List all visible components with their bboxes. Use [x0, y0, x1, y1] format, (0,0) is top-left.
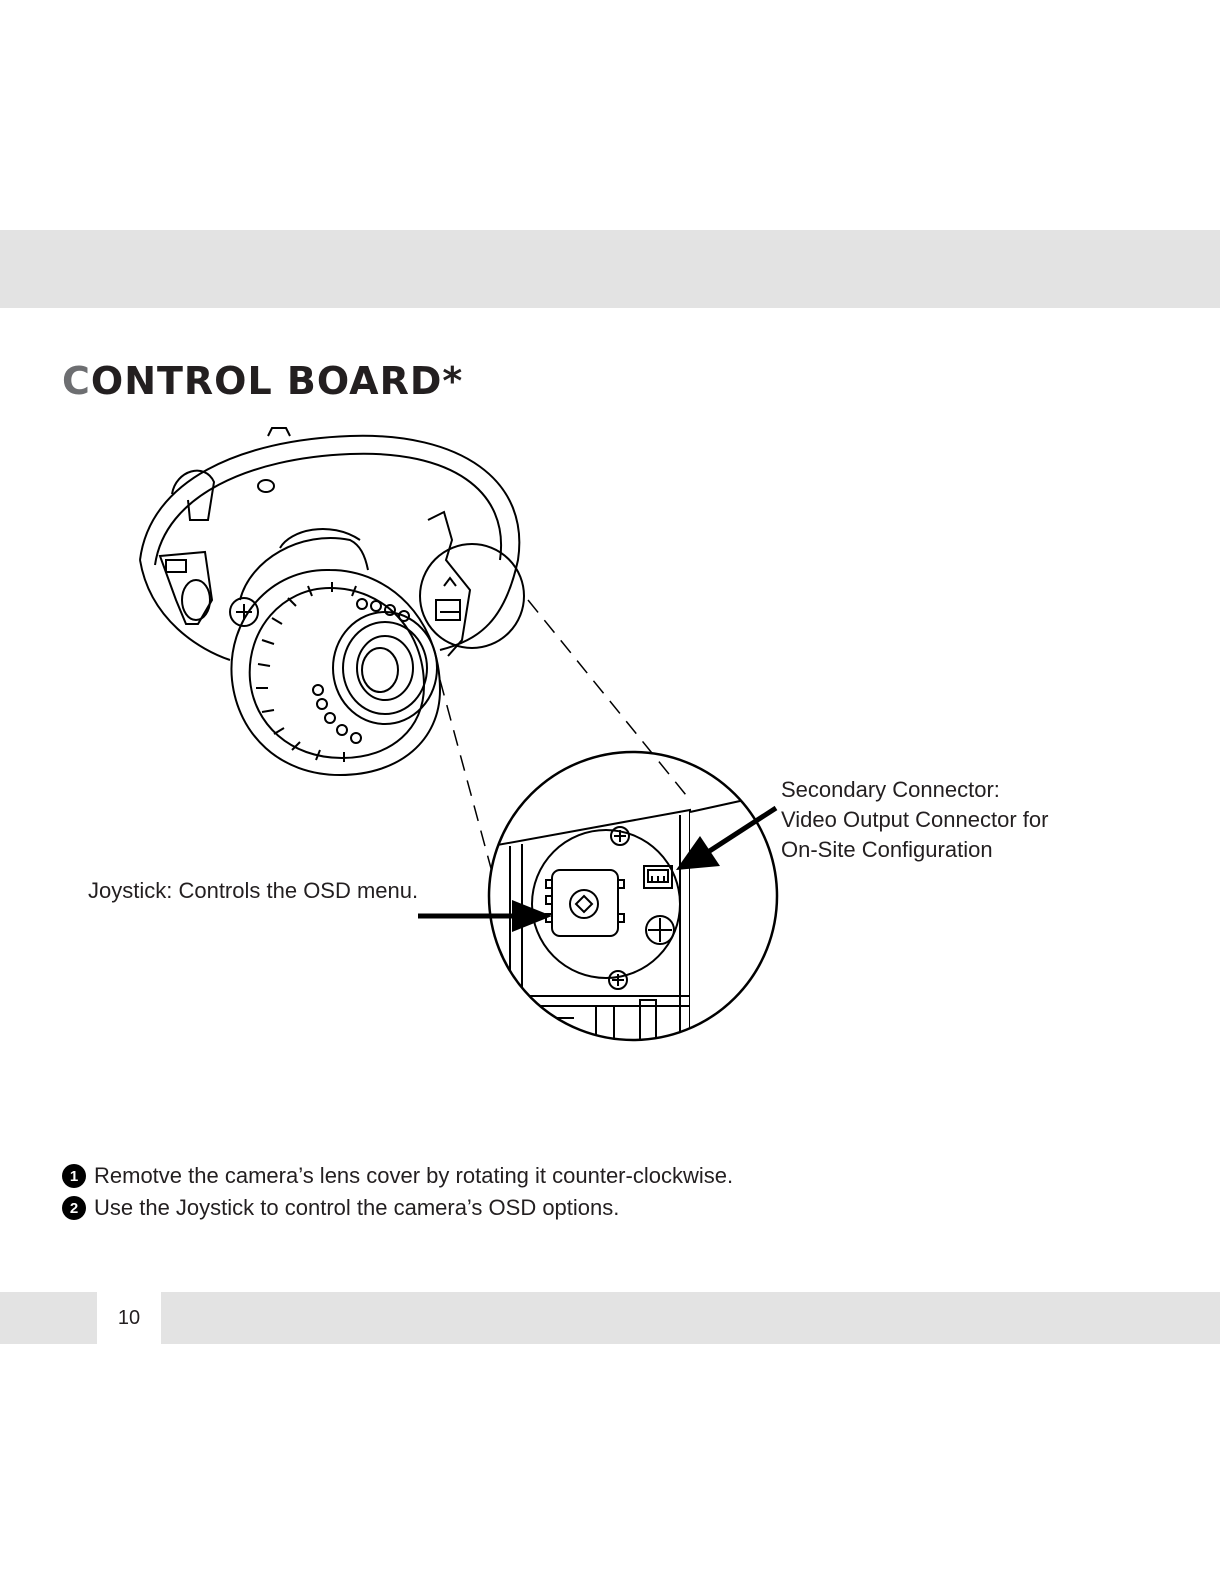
right-bracket	[428, 512, 470, 656]
projection-lines	[440, 600, 690, 872]
title-initial: C	[62, 359, 91, 403]
title-rest: ONTROL BOARD*	[91, 359, 463, 403]
step-number-badge: 2	[62, 1196, 86, 1220]
secondary-callout-line-1: Secondary Connector:	[781, 775, 1048, 805]
zoom-source-circle	[420, 544, 524, 648]
camera-module	[230, 529, 440, 775]
header-band	[0, 230, 1220, 308]
step-item: 1 Remotve the camera’s lens cover by rot…	[62, 1160, 733, 1192]
control-board-illustration	[0, 420, 1220, 1060]
page-title: CONTROL BOARD*	[62, 362, 463, 400]
step-number-badge: 1	[62, 1164, 86, 1188]
instruction-steps: 1 Remotve the camera’s lens cover by rot…	[62, 1160, 733, 1224]
secondary-callout-line-3: On-Site Configuration	[781, 835, 1048, 865]
secondary-callout-line-2: Video Output Connector for	[781, 805, 1048, 835]
step-text: Use the Joystick to control the camera’s…	[94, 1195, 619, 1221]
page-number: 10	[97, 1292, 161, 1344]
secondary-connector-callout: Secondary Connector: Video Output Connec…	[781, 775, 1048, 865]
step-item: 2 Use the Joystick to control the camera…	[62, 1192, 733, 1224]
footer-band	[0, 1292, 1220, 1344]
joystick-callout: Joystick: Controls the OSD menu.	[88, 876, 418, 906]
step-text: Remotve the camera’s lens cover by rotat…	[94, 1163, 733, 1189]
